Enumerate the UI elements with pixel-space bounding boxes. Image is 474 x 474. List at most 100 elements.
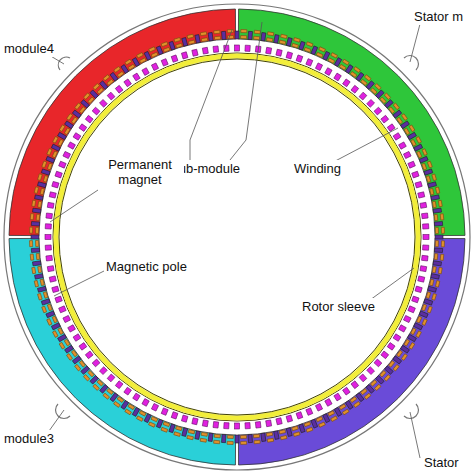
stator-tooth: [419, 156, 428, 163]
permanent-magnet: [235, 45, 240, 51]
winding-coil: [339, 404, 346, 410]
winding-coil: [117, 397, 124, 403]
stator-tooth: [81, 366, 90, 374]
winding-coil: [411, 139, 416, 146]
permanent-magnet: [45, 224, 51, 229]
module-label: module3: [2, 430, 56, 447]
winding-coil: [279, 430, 286, 434]
stator-tooth: [31, 248, 39, 253]
stator-tooth: [169, 424, 175, 433]
winding-coil: [354, 67, 361, 73]
permanent-magnet: [79, 343, 87, 351]
winding-coil: [371, 88, 377, 94]
permanent-magnet: [171, 55, 178, 62]
winding-coil: [441, 227, 444, 233]
winding-coil: [266, 432, 272, 436]
permanent-magnet: [202, 420, 208, 427]
permanent-magnet: [85, 351, 93, 359]
permanent-magnet: [306, 408, 313, 415]
permanent-magnet: [351, 85, 359, 93]
winding-coil: [34, 280, 38, 287]
stator-tooth: [38, 182, 47, 188]
permanent-magnet: [276, 49, 282, 56]
winding-coil: [214, 434, 220, 438]
winding-coil: [432, 294, 437, 301]
winding-coil: [40, 188, 44, 195]
stator-tooth: [299, 41, 305, 50]
permanent-magnet: [115, 85, 123, 93]
stator-tooth: [222, 31, 227, 39]
permanent-magnet: [374, 359, 382, 367]
winding-coil: [176, 43, 183, 48]
permanent-magnet: [45, 245, 51, 250]
stator-tooth: [376, 376, 384, 384]
permanent-magnet: [315, 403, 322, 411]
winding-coil: [422, 304, 427, 311]
winding-coil: [241, 36, 247, 39]
winding-coil: [306, 427, 313, 432]
permanent-magnet: [181, 52, 187, 59]
permanent-magnet: [325, 68, 332, 76]
winding-coil: [281, 34, 288, 38]
winding-coil: [384, 375, 390, 381]
callout-label: Rotor sleeve: [300, 298, 377, 315]
stator-tooth: [393, 110, 402, 118]
stator-tooth: [431, 274, 440, 279]
permanent-magnet: [115, 381, 123, 389]
permanent-magnet: [412, 296, 419, 303]
winding-coil: [430, 188, 434, 195]
rotor-sleeve: [56, 56, 418, 418]
module-label: Stator: [422, 454, 461, 471]
stator-module: [238, 9, 465, 236]
winding-coil: [434, 254, 438, 260]
winding-coil: [393, 103, 399, 110]
winding-coil: [36, 227, 39, 233]
winding-coil: [404, 128, 410, 135]
winding-coil: [227, 435, 233, 438]
permanent-magnet: [55, 296, 62, 303]
winding-coil: [64, 339, 70, 346]
permanent-magnet: [381, 115, 389, 123]
stator-tooth: [435, 235, 443, 239]
permanent-magnet: [49, 276, 56, 282]
stator-tooth: [222, 434, 227, 442]
winding-coil: [67, 354, 73, 361]
stator-tooth: [195, 431, 200, 440]
permanent-magnet: [45, 235, 51, 240]
winding-coil: [427, 306, 432, 313]
permanent-magnet: [296, 55, 303, 62]
winding-coil: [434, 214, 438, 220]
stator-module: [238, 238, 465, 465]
winding-coil: [319, 47, 326, 52]
permanent-magnet: [63, 151, 71, 158]
winding-coil: [388, 361, 394, 368]
permanent-magnet: [343, 387, 351, 395]
winding-coil: [417, 316, 422, 323]
winding-coil: [151, 417, 158, 422]
permanent-magnet: [161, 408, 168, 415]
winding-coil: [438, 267, 442, 273]
permanent-magnet: [92, 359, 100, 367]
winding-coil: [125, 409, 132, 415]
winding-coil: [75, 364, 81, 371]
permanent-magnet: [133, 393, 140, 401]
permanent-magnet: [142, 399, 149, 407]
winding-coil: [254, 36, 260, 40]
winding-coil: [384, 93, 390, 99]
winding-coil: [254, 440, 260, 444]
stator-tooth: [434, 222, 442, 227]
stator-tooth: [385, 100, 394, 108]
permanent-magnet: [107, 374, 115, 382]
winding-coil: [343, 59, 350, 65]
permanent-magnet: [408, 161, 415, 168]
winding-coil: [79, 107, 85, 114]
winding-coil: [201, 38, 207, 42]
permanent-magnet: [235, 423, 240, 429]
winding-coil: [114, 401, 121, 407]
stator-tooth: [248, 434, 253, 442]
permanent-magnet: [393, 133, 401, 140]
permanent-magnet: [107, 92, 115, 100]
stator-tooth: [274, 35, 279, 44]
winding-coil: [241, 30, 247, 33]
stator-outline: [4, 4, 470, 470]
